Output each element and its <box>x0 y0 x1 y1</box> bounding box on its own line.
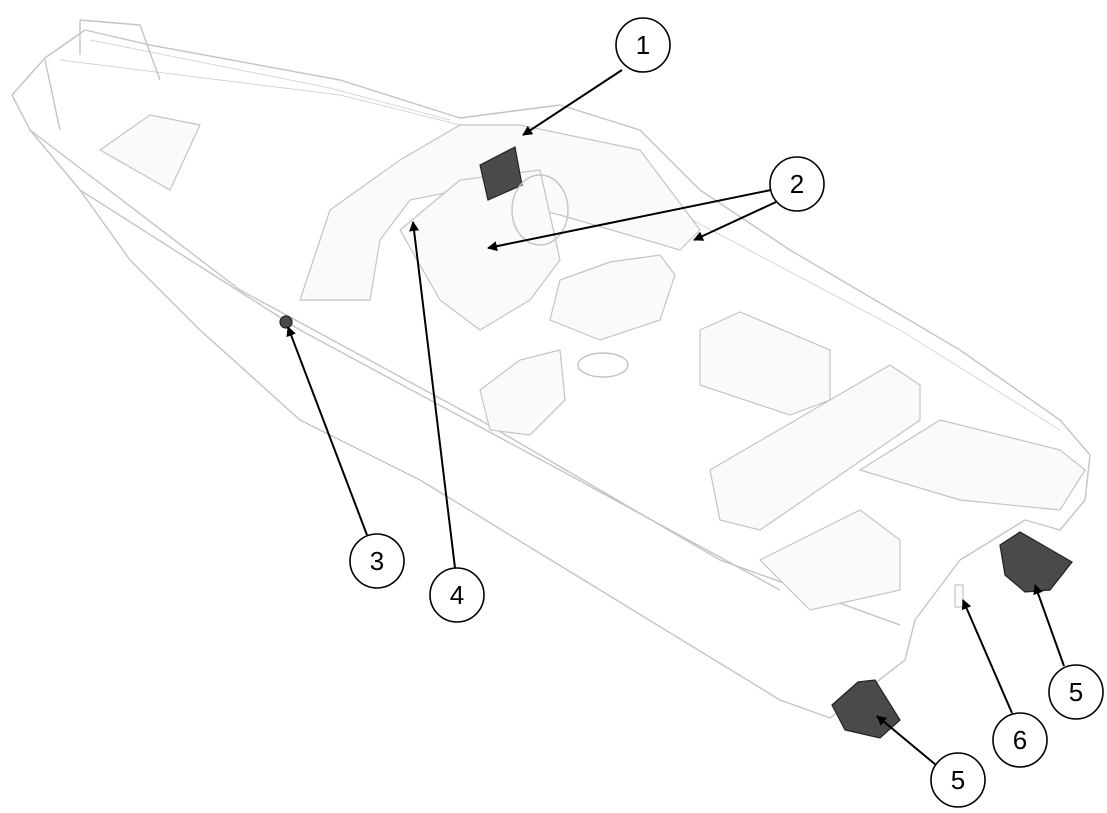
callout-5a: 5 <box>1048 664 1104 720</box>
callout-3: 3 <box>349 533 405 589</box>
arrow-5b <box>876 715 937 766</box>
callout-label: 2 <box>790 169 804 199</box>
arrow-2a <box>487 189 772 252</box>
callout-5b: 5 <box>930 752 986 808</box>
callout-label: 5 <box>951 765 965 795</box>
callout-label: 6 <box>1013 725 1027 755</box>
boat-illustration <box>11 19 1091 739</box>
callout-4: 4 <box>429 567 485 623</box>
callout-1: 1 <box>615 17 671 73</box>
callout-arrows <box>286 69 1065 766</box>
callout-label: 1 <box>636 30 650 60</box>
arrow-2b <box>693 201 777 241</box>
trim-tab-right <box>999 531 1073 593</box>
display-screen <box>479 146 523 201</box>
callout-label: 3 <box>370 546 384 576</box>
callout-6: 6 <box>992 712 1048 768</box>
arrow-3 <box>286 326 368 536</box>
trim-tab-left <box>831 679 901 739</box>
callout-label: 4 <box>450 580 464 610</box>
arrow-6 <box>961 599 1013 714</box>
callout-label: 5 <box>1069 677 1083 707</box>
callout-2: 2 <box>769 156 825 212</box>
arrow-5a <box>1033 584 1065 667</box>
arrow-1 <box>522 69 623 136</box>
arrow-4 <box>409 221 456 569</box>
navigation-light <box>279 315 293 329</box>
